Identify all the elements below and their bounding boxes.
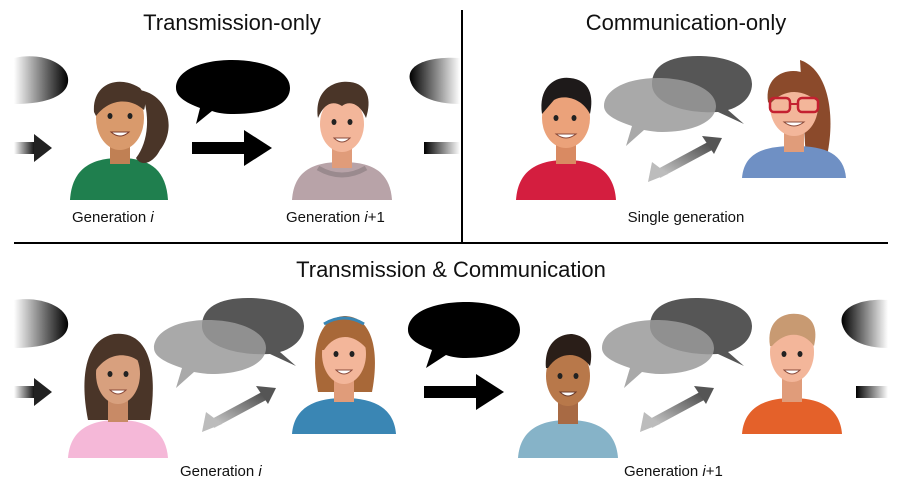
faded-arrow-in bbox=[14, 378, 52, 406]
panel-title: Communication-only bbox=[586, 10, 787, 35]
person-generation-i-speaker-left bbox=[68, 333, 168, 458]
person-speaker-right bbox=[742, 60, 846, 178]
faded-speech-bubble bbox=[409, 57, 460, 104]
caption-generation-i: Generation i bbox=[72, 209, 154, 226]
caption-generation-i-plus-1: Generation i+1 bbox=[286, 209, 385, 226]
person-generation-i-plus-1-speaker-right bbox=[742, 313, 842, 434]
faded-arrow-in bbox=[14, 134, 52, 162]
panel-communication-only: Communication-only bbox=[516, 10, 846, 226]
panel-transmission-and-communication: Transmission & Communication bbox=[14, 257, 888, 480]
faded-speech-bubble bbox=[14, 299, 69, 348]
person-generation-i-speaker-right bbox=[292, 316, 396, 434]
speech-bubble-light bbox=[604, 78, 716, 146]
panel-title: Transmission & Communication bbox=[296, 257, 606, 282]
speech-bubble-light bbox=[602, 320, 714, 388]
faded-arrow-out bbox=[424, 142, 460, 154]
faded-speech-bubble bbox=[841, 299, 888, 348]
faded-arrow-out bbox=[856, 386, 888, 398]
panel-title: Transmission-only bbox=[143, 10, 321, 35]
communication-double-arrow bbox=[640, 386, 714, 432]
person-generation-i bbox=[70, 81, 169, 200]
transmission-arrow bbox=[192, 130, 272, 166]
faded-speech-bubble bbox=[14, 56, 69, 104]
person-generation-i-plus-1 bbox=[292, 81, 392, 200]
person-speaker-left bbox=[516, 77, 616, 200]
communication-double-arrow bbox=[648, 136, 722, 182]
communication-double-arrow bbox=[202, 386, 276, 432]
speech-bubble bbox=[408, 302, 520, 368]
transmission-arrow bbox=[424, 374, 504, 410]
panel-transmission-only: Transmission-only bbox=[14, 10, 460, 226]
speech-bubble bbox=[176, 60, 290, 124]
person-generation-i-plus-1-speaker-left bbox=[518, 334, 618, 458]
caption-generation-i-plus-1: Generation i+1 bbox=[624, 463, 723, 480]
caption-generation-i: Generation i bbox=[180, 463, 262, 480]
speech-bubble-light bbox=[154, 320, 266, 388]
caption-single-generation: Single generation bbox=[628, 209, 745, 226]
